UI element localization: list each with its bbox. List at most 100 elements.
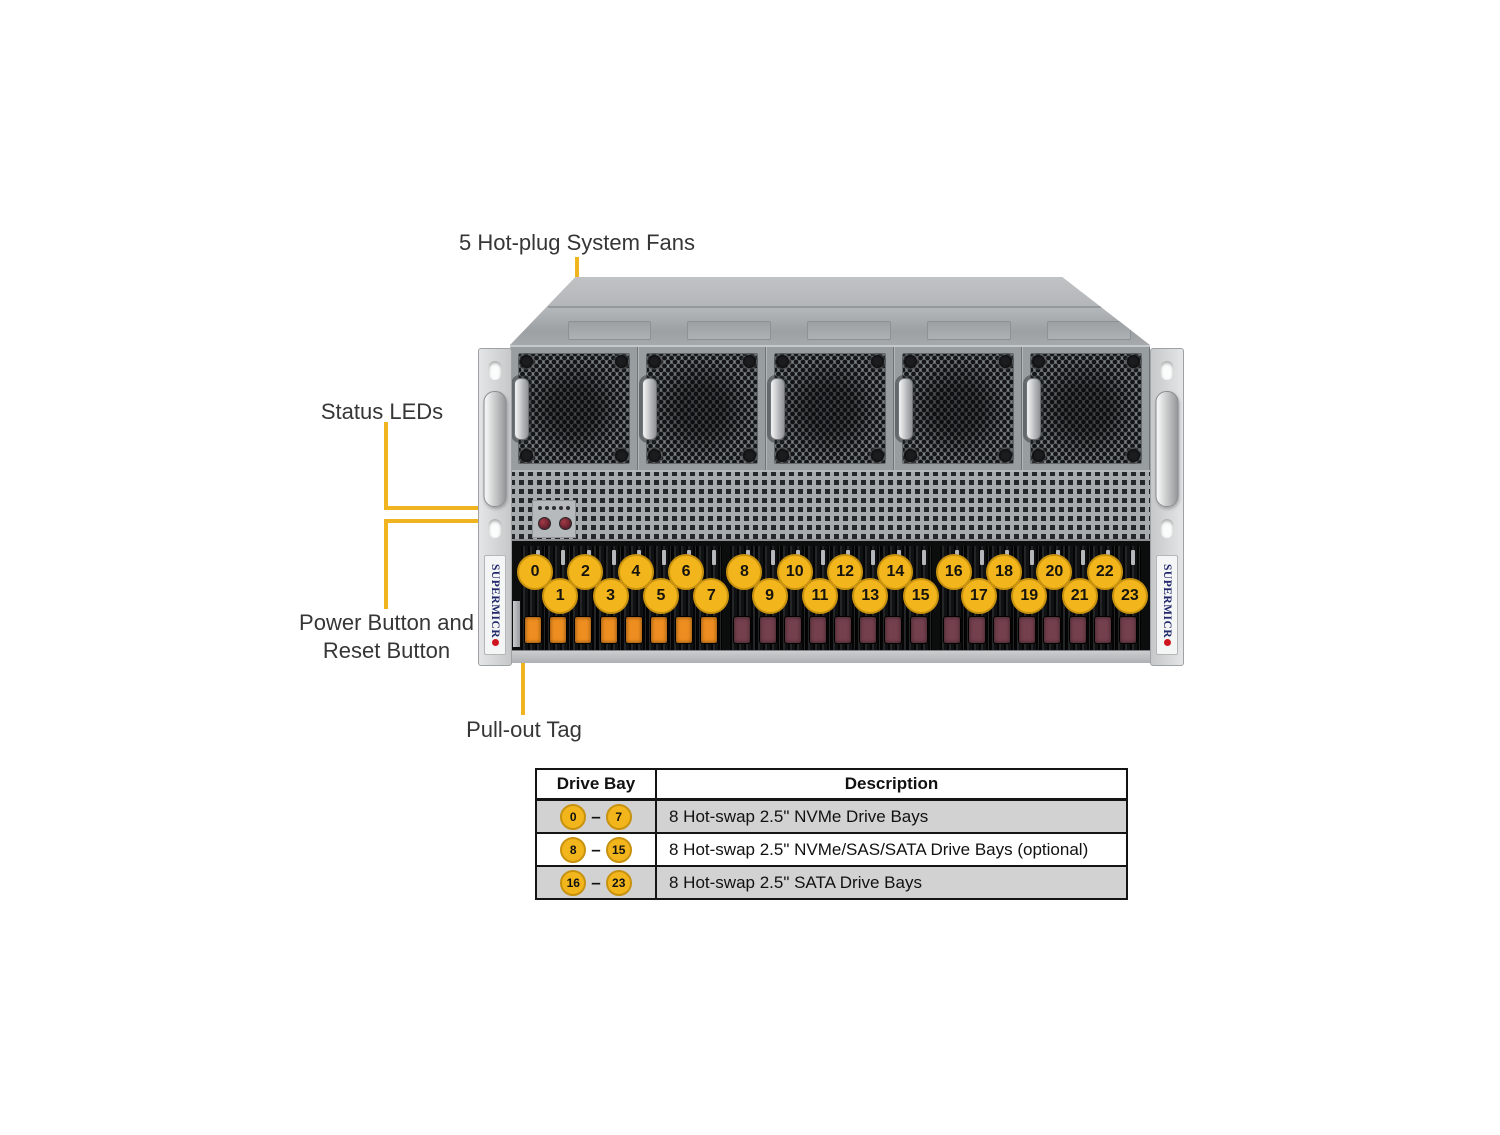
supermicro-logo-text: SUPERMICR xyxy=(1161,563,1173,639)
supermicro-logo-dot xyxy=(1163,639,1171,647)
pullout-tag-callout-label: Pull-out Tag xyxy=(466,717,582,742)
screw-icon xyxy=(1127,449,1140,462)
screw-icon xyxy=(776,449,789,462)
status-led xyxy=(552,506,556,510)
fan-mesh xyxy=(646,353,758,464)
ear-screw-hole xyxy=(488,361,502,380)
screw-icon xyxy=(871,355,884,368)
fan-handle xyxy=(898,377,913,440)
ear-screw-hole xyxy=(1160,519,1174,538)
bay-number-badge: 13 xyxy=(852,578,889,614)
bay-number-badge: 18 xyxy=(986,554,1023,590)
fan-handle xyxy=(514,377,529,440)
description-header: Description xyxy=(655,768,1128,801)
status-led xyxy=(559,506,563,510)
screw-icon xyxy=(520,449,533,462)
drive-slot: 16 xyxy=(935,546,972,650)
reset-button xyxy=(559,517,572,530)
drive-slot: 0 xyxy=(517,546,554,650)
drive-latch xyxy=(859,616,878,644)
right-ear-handle xyxy=(1155,391,1179,507)
drive-latch xyxy=(993,616,1012,644)
drive-latch xyxy=(1093,616,1112,644)
power-button xyxy=(538,517,551,530)
drive-latch xyxy=(808,616,827,644)
screw-icon xyxy=(999,355,1012,368)
power-callout-line2: Reset Button xyxy=(322,637,451,663)
ear-screw-hole xyxy=(1160,361,1174,380)
power-callout-line-h xyxy=(384,519,530,523)
lid-recess xyxy=(927,321,1011,340)
screw-icon xyxy=(648,449,661,462)
bay-description-cell: 8 Hot-swap 2.5" NVMe/SAS/SATA Drive Bays… xyxy=(655,832,1128,867)
supermicro-logo: SUPERMICR xyxy=(1156,555,1178,655)
status-led xyxy=(566,506,570,510)
drive-latch xyxy=(967,616,986,644)
range-dash: – xyxy=(591,839,601,859)
screw-icon xyxy=(904,355,917,368)
lid-recess xyxy=(807,321,892,340)
fan-mesh xyxy=(518,353,630,464)
drive-latch xyxy=(524,616,543,644)
bay-range-start-badge: 8 xyxy=(560,836,587,863)
drive-latch xyxy=(909,616,928,644)
drive-latch xyxy=(733,616,752,644)
drive-slot: 6 xyxy=(668,546,705,650)
pull-out-tag xyxy=(513,601,520,647)
drive-slot: 8 xyxy=(726,546,763,650)
drive-latch xyxy=(599,616,618,644)
bay-number-badge: 6 xyxy=(668,554,705,590)
screw-icon xyxy=(615,449,628,462)
power-callout-line1: Power Button and xyxy=(299,610,474,635)
lid-recess-row xyxy=(567,321,1131,340)
drive-slot: 21 xyxy=(1061,546,1098,650)
fan-module xyxy=(894,347,1022,470)
supermicro-logo-dot xyxy=(491,639,499,647)
bay-range-start-badge: 0 xyxy=(560,803,587,830)
lid-recess xyxy=(1046,321,1131,340)
status-led xyxy=(545,506,549,510)
status-callout-line-h xyxy=(384,506,535,510)
screw-icon xyxy=(743,355,756,368)
bay-range-start-badge: 16 xyxy=(560,869,587,896)
bay-number-badge: 15 xyxy=(902,578,939,614)
right-rack-ear: SUPERMICR xyxy=(1150,348,1184,666)
screw-icon xyxy=(871,449,884,462)
fan-handle xyxy=(642,377,657,440)
range-dash: – xyxy=(591,872,601,892)
supermicro-logo-text: SUPERMICR xyxy=(489,563,501,639)
control-buttons xyxy=(533,510,575,530)
bay-number-badge: 17 xyxy=(960,578,997,614)
bay-description-cell: 8 Hot-swap 2.5" SATA Drive Bays xyxy=(655,865,1128,900)
bay-range-cell: 8–15 xyxy=(535,832,657,867)
status-callout-line-v xyxy=(384,422,388,510)
drive-latch xyxy=(884,616,903,644)
supermicro-logo: SUPERMICR xyxy=(484,555,506,655)
power-callout-line-v xyxy=(384,519,388,609)
fan-module xyxy=(638,347,766,470)
table-row: 16–23 8 Hot-swap 2.5" SATA Drive Bays xyxy=(535,865,1128,900)
chassis-base xyxy=(510,650,1150,663)
screw-icon xyxy=(776,355,789,368)
screw-icon xyxy=(648,355,661,368)
bay-range-end-badge: 23 xyxy=(605,869,632,896)
drive-latch xyxy=(649,616,668,644)
fan-mesh xyxy=(1030,353,1142,464)
fan-module xyxy=(1022,347,1150,470)
drive-slot: 13 xyxy=(852,546,889,650)
bay-range-end-badge: 7 xyxy=(605,803,632,830)
fan-handle xyxy=(770,377,785,440)
bay-number-badge: 19 xyxy=(1011,578,1048,614)
drive-slot: 17 xyxy=(960,546,997,650)
vent-grille xyxy=(510,470,1150,541)
range-dash: – xyxy=(591,806,601,826)
